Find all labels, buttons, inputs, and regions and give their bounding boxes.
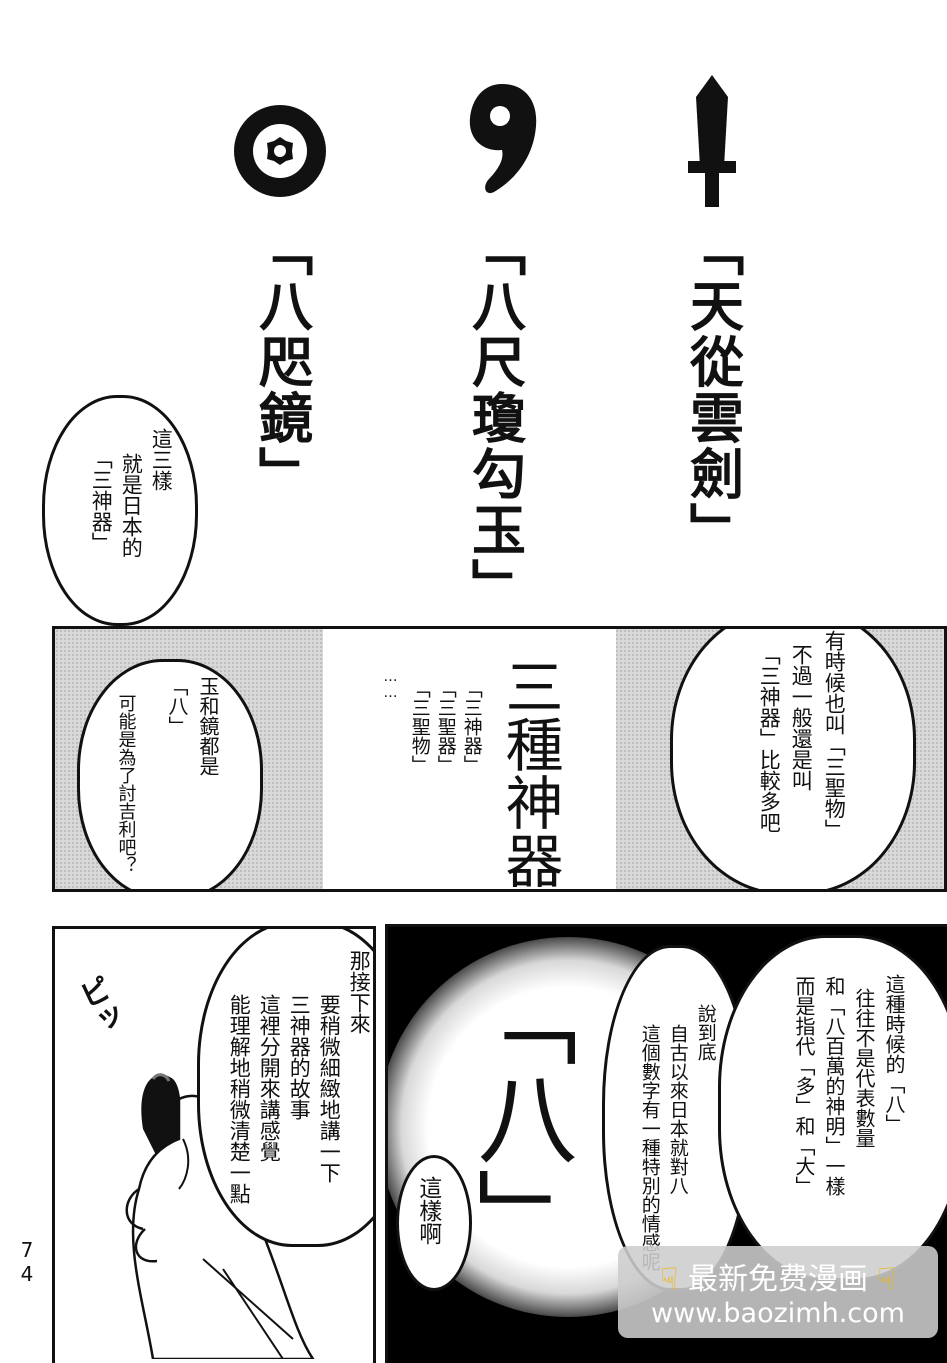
bubble-line-2: 要稍微細緻地講一下 [317,994,342,1183]
bubble-line-1: 這三樣 [149,428,174,491]
bubble-line-1: 玉和鏡都是 [196,676,220,776]
bubble-line-3: 三神器的故事 [287,994,312,1120]
bubble-line-3: 和「八百萬的神明」一樣 [822,976,846,1196]
hand-with-remote-illustration [125,1073,315,1359]
bubble-line-3: 這個數字有一種特別的情感呢 [638,1024,661,1271]
bubble-line-5: 能理解地稍微清楚一點 [227,994,252,1204]
magatama-icon [469,84,537,194]
bubble-text: 這樣啊 [414,1176,441,1245]
pointing-hand-icon: ☟ [877,1262,896,1297]
sword-icon [688,75,736,207]
bubble-line-4: 這裡分開來講感覺 [257,994,282,1162]
bottom-left-panel: ピッ 那接下來 要稍微細緻地講一下 三神器的故事 這裡分開來講感覺 能理解地稍微… [52,926,376,1363]
bubble-line-2: 不過一般還是叫 [789,644,814,791]
watermark-title: 最新免费漫画 [688,1262,868,1297]
watermark: ☟ 最新免费漫画 ☟ www.baozimh.com [618,1246,938,1338]
speech-bubble-three-items: 這三樣 就是日本的 「三神器」 [42,395,198,626]
speech-bubble-meaning-of-eight: 這種時候的「八」 往往不是代表數量 和「八百萬的神明」一樣 而是指代「多」和「大… [718,935,947,1281]
pointing-hand-icon: ☟ [660,1262,679,1297]
middle-panel-white-center [323,629,616,889]
mirror-icon [234,105,326,197]
name-sanjingi: 「三神器」 [460,679,483,774]
bubble-line-2: 就是日本的 [119,453,144,558]
ellipsis: …… [382,669,399,701]
sfx-beep: ピッ [69,972,127,1042]
bubble-line-1: 說到底 [694,1004,717,1061]
item-mirror-name: 「八咫鏡」 [249,222,314,502]
bubble-line-2: 往往不是代表數量 [852,988,876,1148]
bubble-line-1: 這種時候的「八」 [882,974,906,1134]
small-bubble-i-see: 這樣啊 [396,1155,472,1291]
bubble-line-2: 自古以來日本就對八 [666,1024,689,1195]
name-sanseiki: 「三聖器」 [434,679,457,774]
bubble-line-3: 「三神器」比較多吧 [757,644,782,833]
bubble-line-2: 「八」 [165,676,189,736]
item-sword-name: 「天從雲劍」 [680,222,745,558]
bubble-line-3: 可能是為了討吉利吧？ [115,694,137,874]
middle-panel: 三種神器 「三神器」 「三聖器」 「三聖物」 …… 玉和鏡都是 「八」 可能是為… [52,626,947,892]
bubble-line-3: 「三神器」 [89,448,114,553]
watermark-title-row: ☟ 最新免费漫画 ☟ [618,1254,938,1298]
bubble-line-1: 有時候也叫「三聖物」 [822,630,847,840]
speech-bubble-three-relics: 有時候也叫「三聖物」 不過一般還是叫 「三神器」比較多吧 [670,629,916,889]
bubble-line-4: 而是指代「多」和「大」 [792,976,816,1196]
three-treasures-title: 三種神器 [495,657,564,889]
page-number: 74 [15,1238,39,1286]
speech-bubble-eight-luck: 玉和鏡都是 「八」 可能是為了討吉利吧？ [77,659,263,889]
item-magatama-name: 「八尺瓊勾玉」 [462,222,527,614]
bubble-line-1: 那接下來 [347,950,372,1034]
name-sanseibutsu: 「三聖物」 [408,679,431,774]
watermark-url[interactable]: www.baozimh.com [651,1298,905,1329]
hachi-character: 「八」 [460,967,577,1267]
speech-bubble-next-story: 那接下來 要稍微細緻地講一下 三神器的故事 這裡分開來講感覺 能理解地稍微清楚一… [197,929,373,1247]
